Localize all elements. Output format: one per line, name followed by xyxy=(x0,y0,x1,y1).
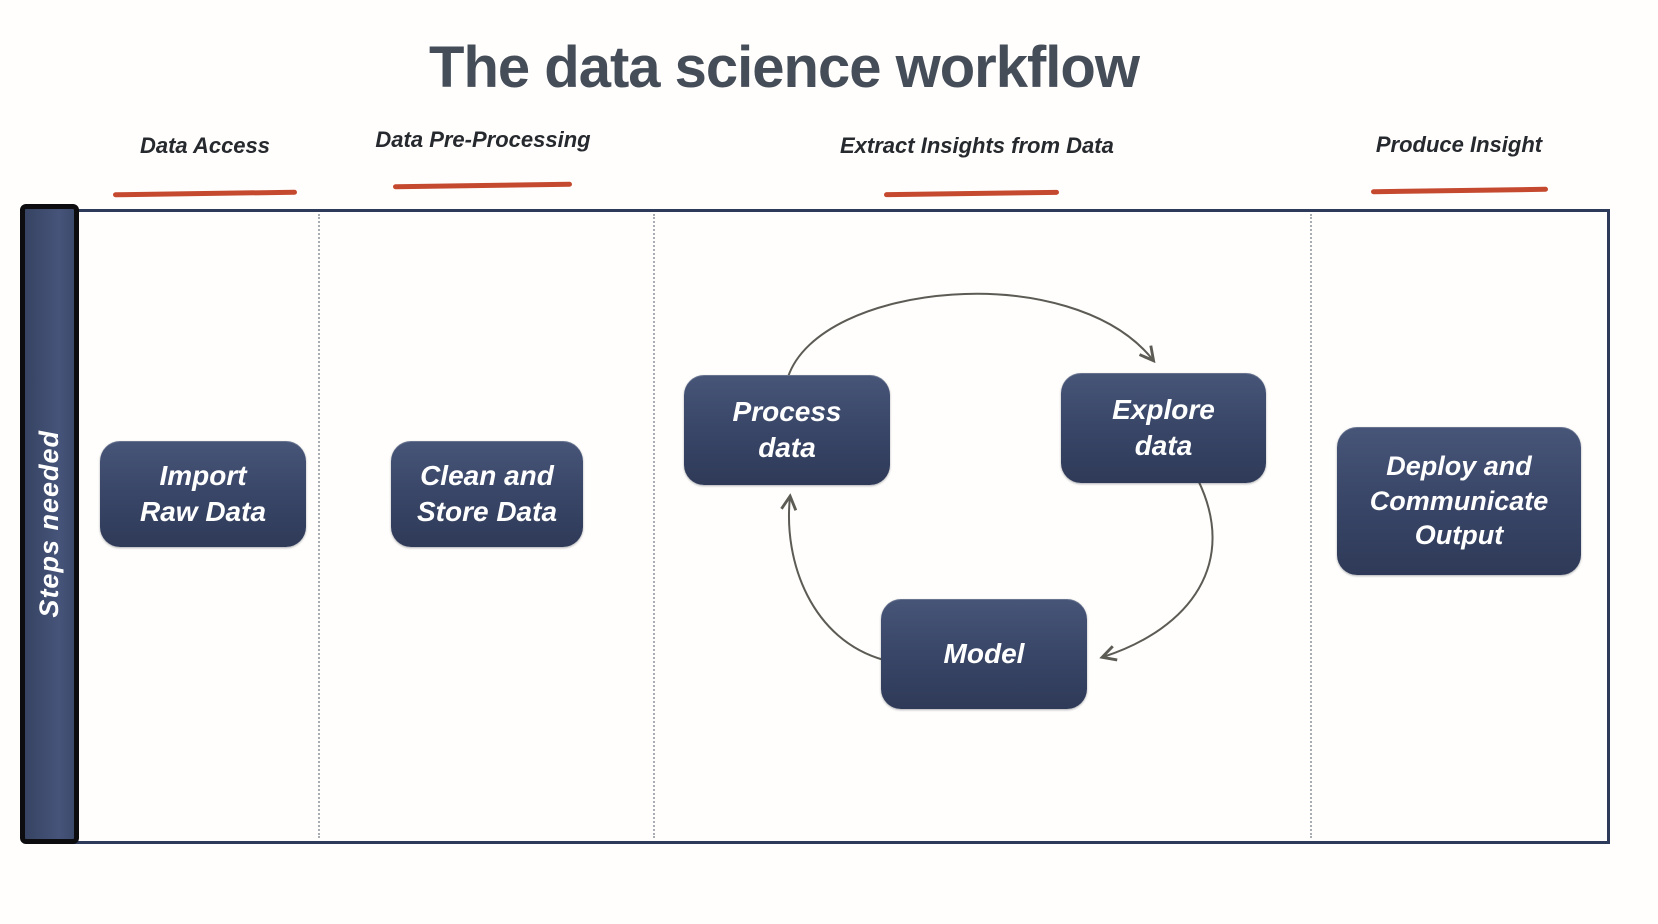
node-deploy-communicate-output: Deploy and Communicate Output xyxy=(1337,427,1581,575)
node-model: Model xyxy=(881,599,1087,709)
node-explore-data: Explore data xyxy=(1061,373,1266,483)
arrow-explore-to-model xyxy=(1103,479,1214,657)
phase-label-produce-insight: Produce Insight xyxy=(1375,132,1543,157)
arrow-model-to-process xyxy=(789,497,885,661)
column-divider-2 xyxy=(653,214,655,838)
phase-label-data-access: Data Access xyxy=(139,133,271,158)
sidebar-label: Steps needed xyxy=(34,430,64,618)
node-clean-store-data: Clean and Store Data xyxy=(391,441,583,547)
node-process-data: Process data xyxy=(684,375,890,485)
steps-needed-sidebar: Steps needed xyxy=(20,204,79,844)
column-divider-1 xyxy=(318,214,320,838)
page-title: The data science workflow xyxy=(429,35,1140,100)
phase-label-data-pre-processing: Data Pre-Processing xyxy=(375,127,591,152)
column-divider-3 xyxy=(1310,214,1312,838)
arrow-process-to-explore xyxy=(787,292,1153,378)
node-import-raw-data: Import Raw Data xyxy=(100,441,306,547)
phase-label-extract-insights: Extract Insights from Data xyxy=(840,133,1114,158)
